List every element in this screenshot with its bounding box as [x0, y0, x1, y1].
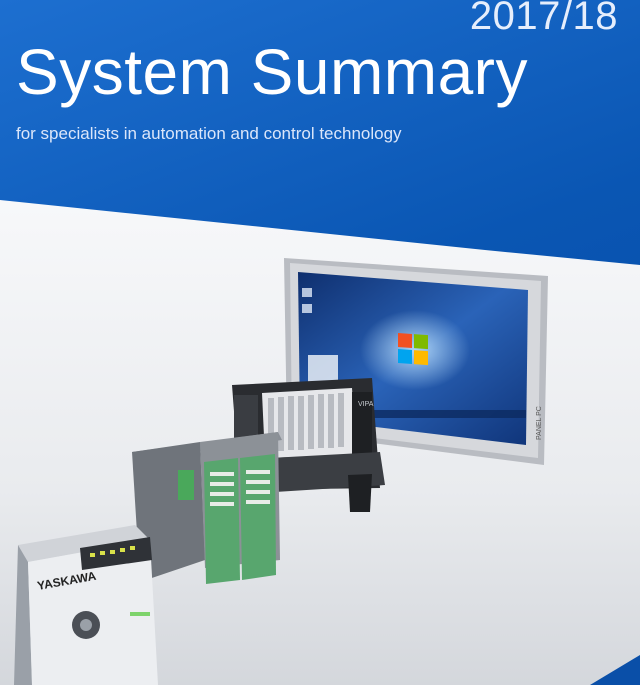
- panel-pc-label: PANEL PC: [536, 406, 543, 440]
- cover-subtitle: for specialists in automation and contro…: [16, 124, 402, 143]
- edition-year: 2017/18: [469, 0, 618, 38]
- yaskawa-controller: YASKAWA: [14, 525, 158, 685]
- cover-title: System Summary: [16, 36, 528, 108]
- cpu-module-block: [132, 432, 282, 584]
- module-brand-label: VIPA: [358, 401, 374, 408]
